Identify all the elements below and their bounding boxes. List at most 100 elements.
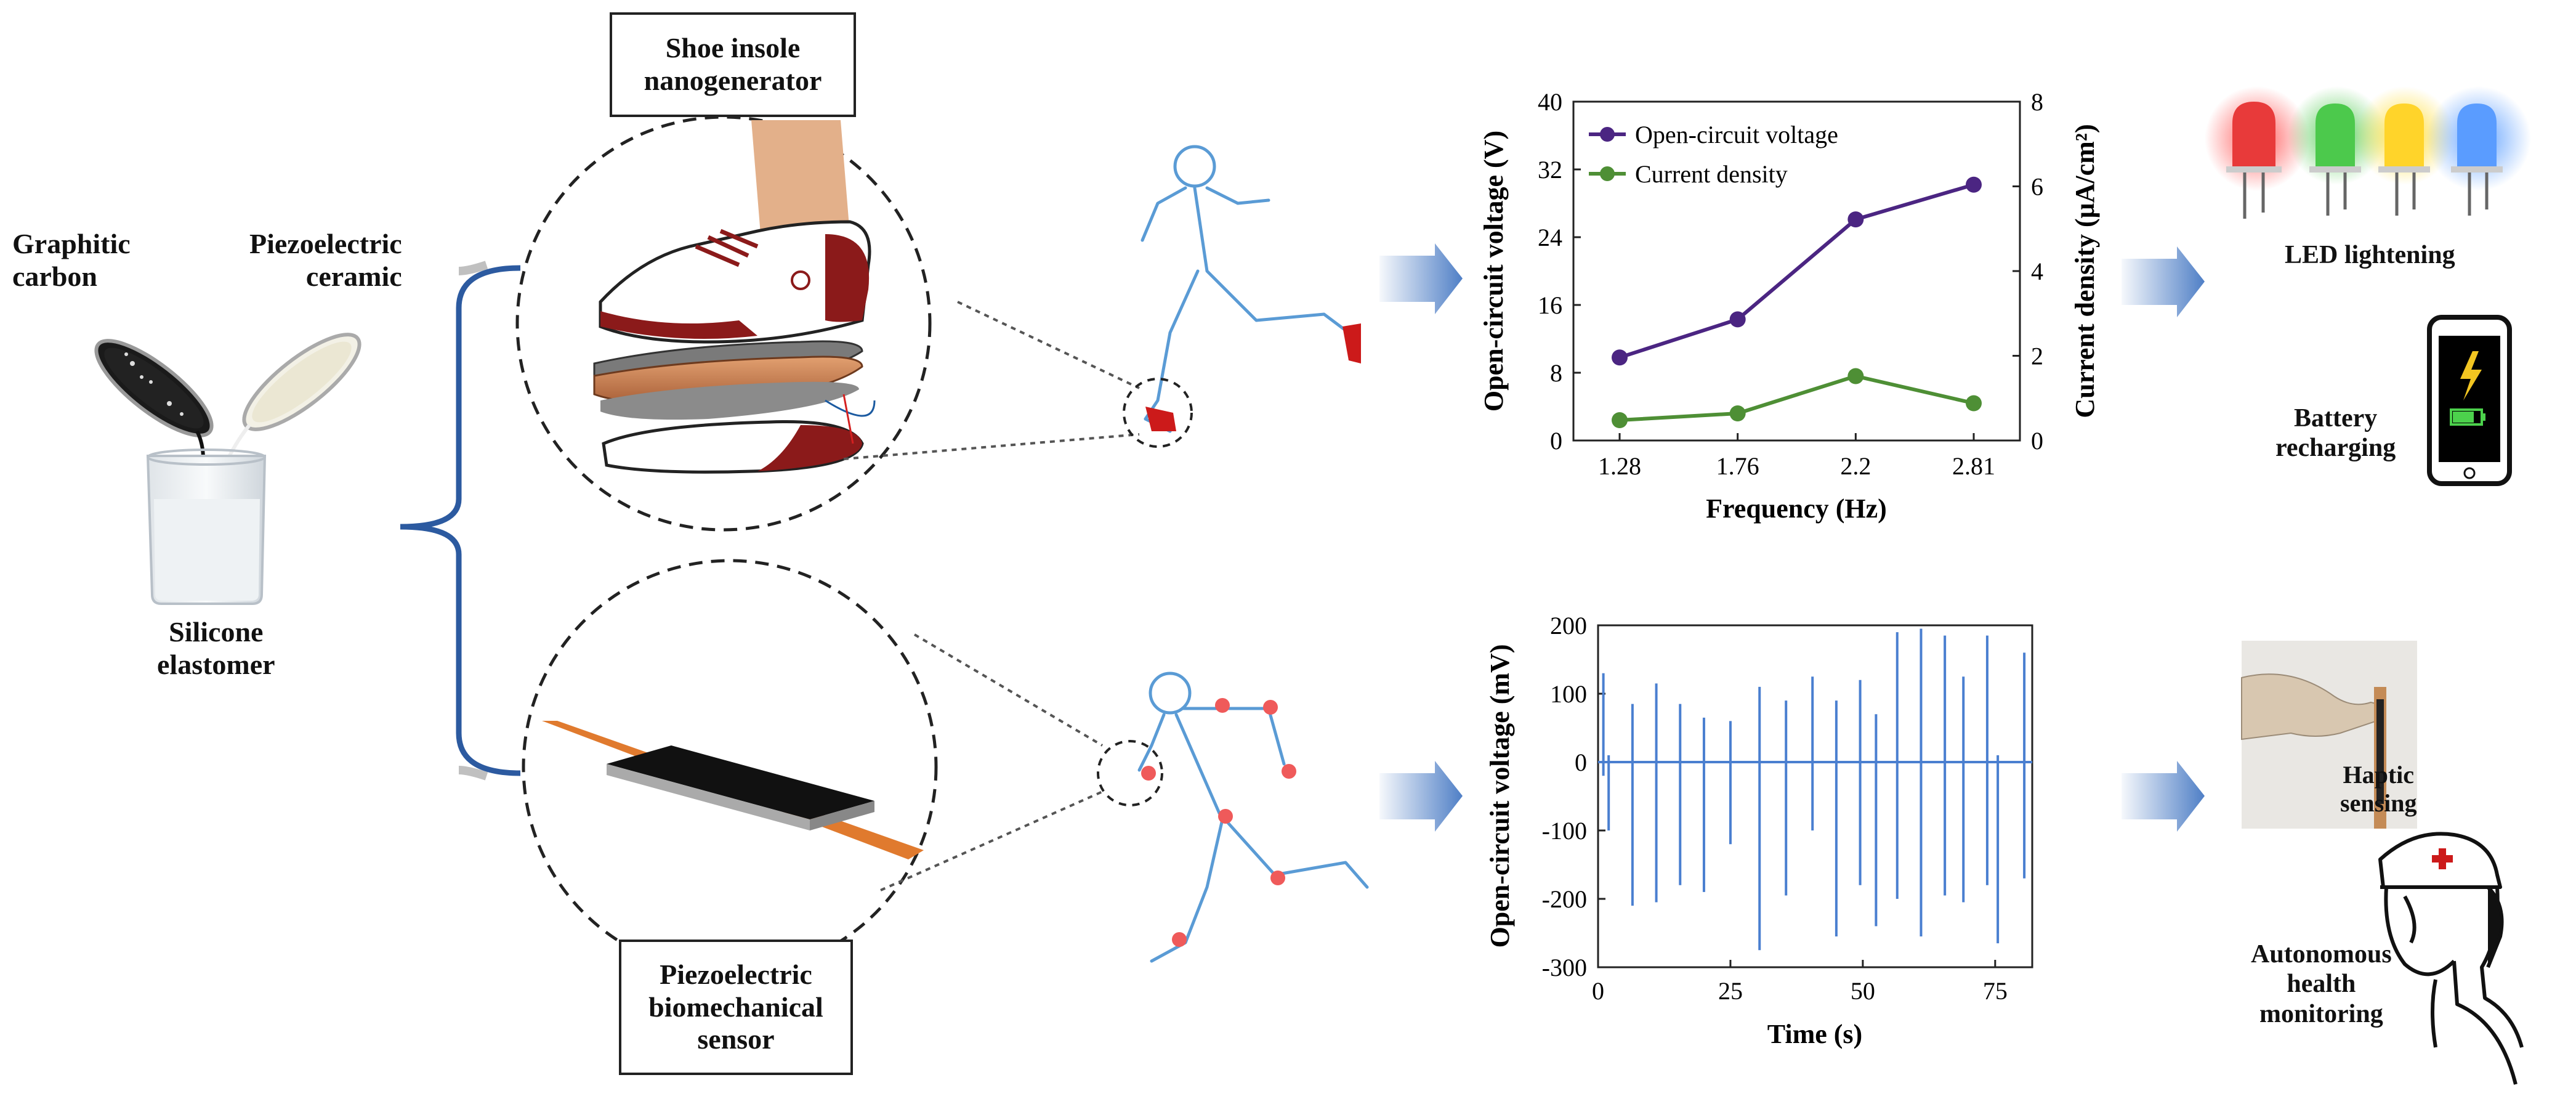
data-point [1847,368,1864,384]
piezoelectric-ceramic-label: Piezoelectric ceramic [249,228,402,293]
sensor-line-1: Piezoelectric [660,958,812,990]
haptic-sensing-label: Haptic sensing [2340,761,2417,818]
nurse-illustration [2378,832,2524,1085]
series-line-1 [1619,182,1974,360]
data-point [1966,176,1982,193]
health-monitoring-label: Autonomous health monitoring [2251,940,2392,1029]
y2-tick-label: 4 [2031,258,2043,285]
materials-section [94,333,361,605]
sensor-line-2: biomechanical [648,991,823,1023]
y-axis-title: Open-circuit voltage (mV) [1485,644,1515,948]
time-signal-chart: 200 100 0 -100 -200 -300 0 25 50 75 Time (s) Ope… [1485,612,2033,1049]
shoe-insole-nanogenerator-box: Shoe insole nanogenerator [610,12,856,117]
legend-marker-current [1600,166,1615,181]
runner-bottom [1137,672,1369,963]
x-tick-label: 0 [1592,977,1604,1005]
led-blue [2451,104,2503,216]
x-tick-label: 25 [1718,977,1743,1005]
series-line-2 [1619,374,1974,422]
hand-zoom-marker [1097,740,1163,806]
data-point [1729,311,1746,328]
legend-current: Current density [1635,160,1788,188]
y-tick-label: 8 [1550,359,1562,387]
led-red [2226,102,2282,219]
silicone-elastomer-label: Silicone elastomer [157,616,275,681]
zoom-connector-bottom [880,633,1104,891]
haptic-photo [2241,641,2417,829]
x-tick-label: 1.28 [1598,452,1641,480]
insole-line-1: Shoe insole [665,32,801,64]
y2-tick-label: 0 [2031,427,2043,455]
led-green [2309,104,2361,216]
y-tick-label: 24 [1538,224,1562,251]
piezo-line-2: ceramic [305,260,402,292]
led-illustration [2205,86,2531,219]
y-tick-label: 40 [1538,88,1562,116]
x-tick-label: 1.76 [1716,452,1759,480]
y-tick-label: 32 [1538,156,1562,184]
silicone-beaker [146,449,267,605]
chart-legend: Open-circuit voltage Current density [1589,121,1838,188]
data-point [1847,211,1864,228]
piezo-line-1: Piezoelectric [249,228,402,259]
data-point [1612,349,1628,366]
piezoelectric-ceramic-dish [242,333,361,431]
y2-tick-label: 8 [2031,88,2043,116]
lightning-icon [2460,351,2482,400]
graphitic-line-1: Graphitic [12,228,131,259]
y-tick-label: 200 [1550,612,1587,639]
graphitic-carbon-dish [94,339,214,437]
phone-battery-illustration [2427,315,2512,486]
y2-tick-label: 2 [2031,343,2043,370]
data-point [1729,405,1746,421]
x-tick-label: 75 [1983,977,2008,1005]
led-lightening-label: LED lightening [2285,241,2455,269]
flow-arrows [1379,243,2205,832]
legend-voltage: Open-circuit voltage [1635,121,1838,148]
sensor-illustration [522,559,938,975]
y2-tick-label: 6 [2031,173,2043,201]
x-tick-label: 2.2 [1840,452,1871,480]
runner-top [1141,145,1351,433]
legend-marker-voltage [1600,127,1615,142]
silicone-line-2: elastomer [157,648,275,680]
plot-frame [1597,624,2033,968]
red-cross-icon [2432,848,2453,869]
y-axis-title: Open-circuit voltage (V) [1479,131,1509,412]
silicone-line-1: Silicone [169,616,264,647]
health-line-3: monitoring [2259,999,2383,1028]
x-tick-label: 50 [1851,977,1875,1005]
zoom-connector-top [843,301,1140,460]
y-tick-label: -300 [1542,954,1587,981]
x-tick-label: 2.81 [1952,452,1995,480]
battery-line-1: Battery [2293,404,2378,432]
battery-line-2: recharging [2275,434,2396,463]
y-tick-label: 16 [1538,291,1562,319]
led-yellow [2378,104,2430,216]
joint-markers [1141,698,1296,947]
graphitic-carbon-label: Graphitic carbon [12,228,131,293]
y-tick-label: 0 [1575,749,1587,776]
data-point [1966,395,1982,412]
health-line-2: health [2287,970,2356,999]
y-tick-label: 100 [1550,680,1587,708]
health-line-1: Autonomous [2251,940,2392,968]
split-brace [400,265,521,776]
biomechanical-sensor-box: Piezoelectric biomechanical sensor [619,940,853,1075]
foot-zoom-marker [1123,378,1193,448]
y-tick-label: 0 [1550,427,1562,455]
haptic-line-1: Haptic [2343,761,2415,789]
graphitic-line-2: carbon [12,260,97,292]
x-axis-title: Time (s) [1767,1019,1862,1049]
y-tick-label: -100 [1542,817,1587,845]
y-tick-label: -200 [1542,885,1587,913]
data-point [1612,412,1628,428]
shoe-insole-illustration [515,115,932,532]
y2-axis-title: Current density (μA/cm²) [2070,124,2100,418]
haptic-line-2: sensing [2340,789,2417,817]
x-axis-title: Frequency (Hz) [1706,493,1887,524]
battery-recharging-label: Battery recharging [2275,404,2396,463]
sensor-line-3: sensor [697,1023,775,1055]
